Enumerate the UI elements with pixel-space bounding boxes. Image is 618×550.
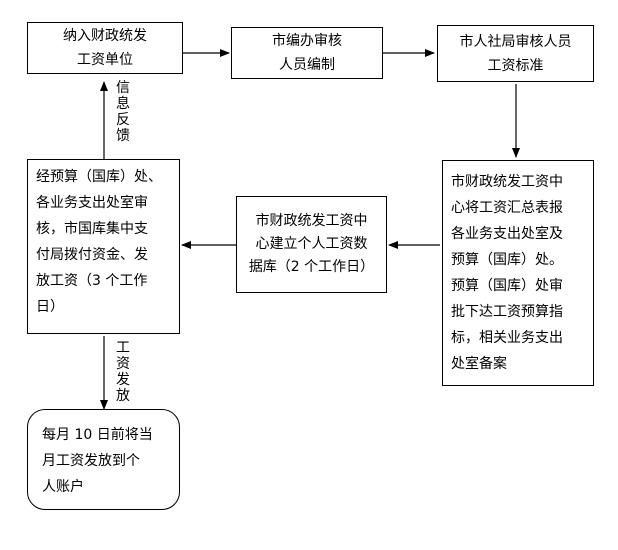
- monthly-pay-box: 每月 10 日前将当 月工资发放到个 人账户: [27, 409, 180, 510]
- city-hr-text: 市人社局审核人员 工资标准: [459, 33, 572, 74]
- finance-summary-box: 市财政统发工资中 心将工资汇总表报 各业务支出处室及 预算（国库）处。 预算（国…: [442, 160, 594, 386]
- database-box: 市财政统发工资中 心建立个人工资数 据库（2 个工作日）: [236, 196, 387, 293]
- payroll-unit-box: 纳入财政统发 工资单位: [27, 22, 183, 74]
- database-text: 市财政统发工资中 心建立个人工资数 据库（2 个工作日）: [248, 213, 375, 275]
- salary-payment-label: 工资发放: [116, 340, 130, 404]
- budget-dept-text: 经预算（国库）处、 各业务支出处室审 核，市国库集中支 付局拨付资金、发 放工资…: [36, 169, 162, 315]
- finance-summary-text: 市财政统发工资中 心将工资汇总表报 各业务支出处室及 预算（国库）处。 预算（国…: [451, 174, 563, 372]
- city-hr-box: 市人社局审核人员 工资标准: [437, 25, 594, 82]
- budget-dept-box: 经预算（国库）处、 各业务支出处室审 核，市国库集中支 付局拨付资金、发 放工资…: [27, 159, 180, 334]
- city-staffing-text: 市编办审核 人员编制: [272, 33, 342, 73]
- city-staffing-box: 市编办审核 人员编制: [231, 27, 383, 79]
- feedback-label: 信息反馈: [116, 80, 130, 144]
- monthly-pay-text: 每月 10 日前将当 月工资发放到个 人账户: [42, 427, 153, 495]
- payroll-unit-text: 纳入财政统发 工资单位: [63, 28, 147, 68]
